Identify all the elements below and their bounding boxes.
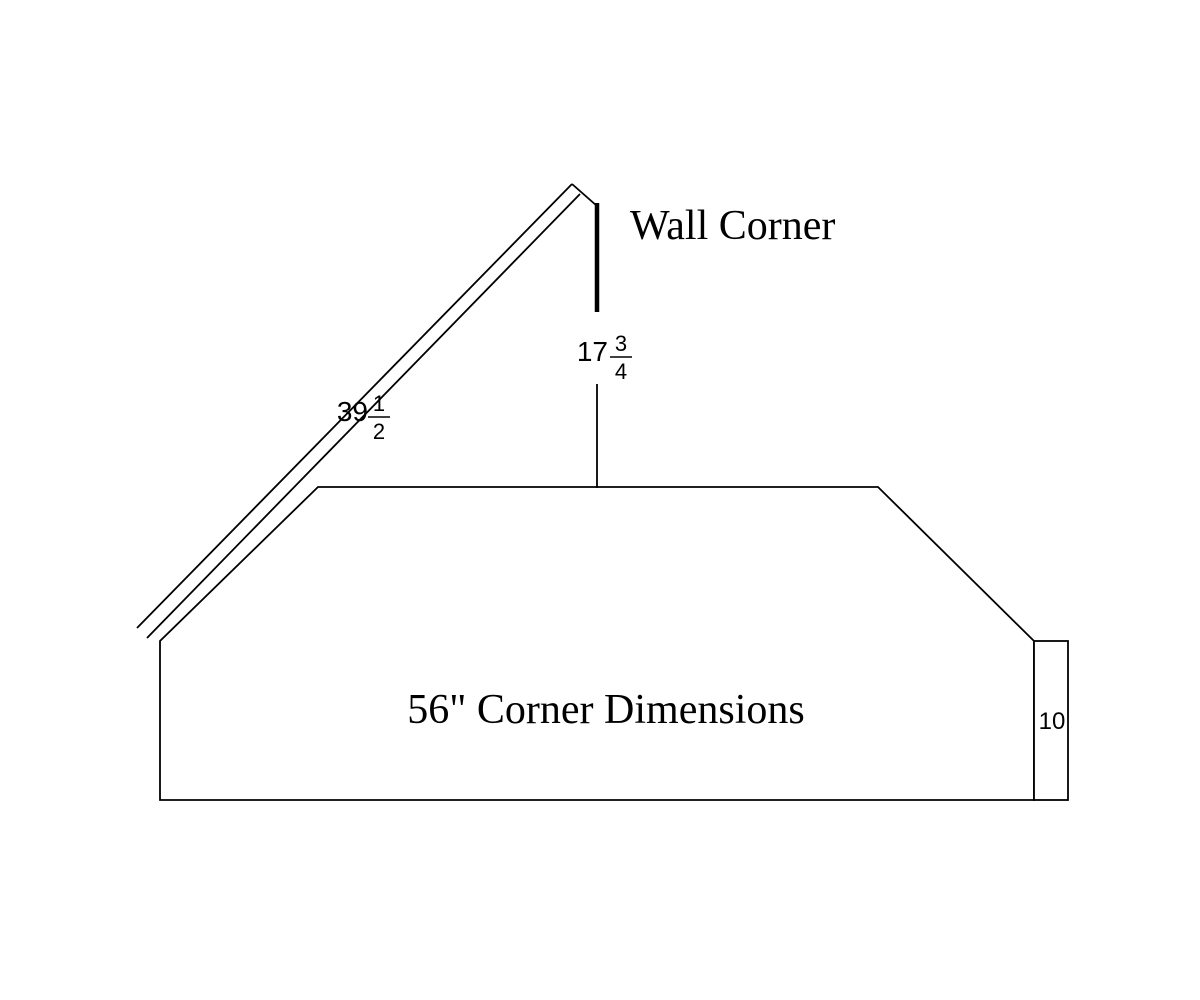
- shape-label: 56" Corner Dimensions: [407, 687, 804, 733]
- wall-line-inner: [146, 193, 581, 639]
- dim-wall-numerator: 1: [373, 391, 385, 416]
- countertop-outline: [159, 486, 1035, 801]
- dim-offset-denominator: 4: [615, 359, 627, 384]
- wall-line-outer: [136, 183, 573, 629]
- dim-offset-whole: 17: [577, 336, 608, 367]
- wall-corner-title: Wall Corner: [630, 203, 835, 249]
- dim-wall-whole: 39: [337, 396, 368, 427]
- dim-wall-denominator: 2: [373, 419, 385, 444]
- dim-end-label: 10: [1039, 708, 1066, 735]
- dim-offset-numerator: 3: [615, 331, 627, 356]
- apex-connector: [571, 183, 598, 207]
- end-panel-rect: [1033, 640, 1069, 801]
